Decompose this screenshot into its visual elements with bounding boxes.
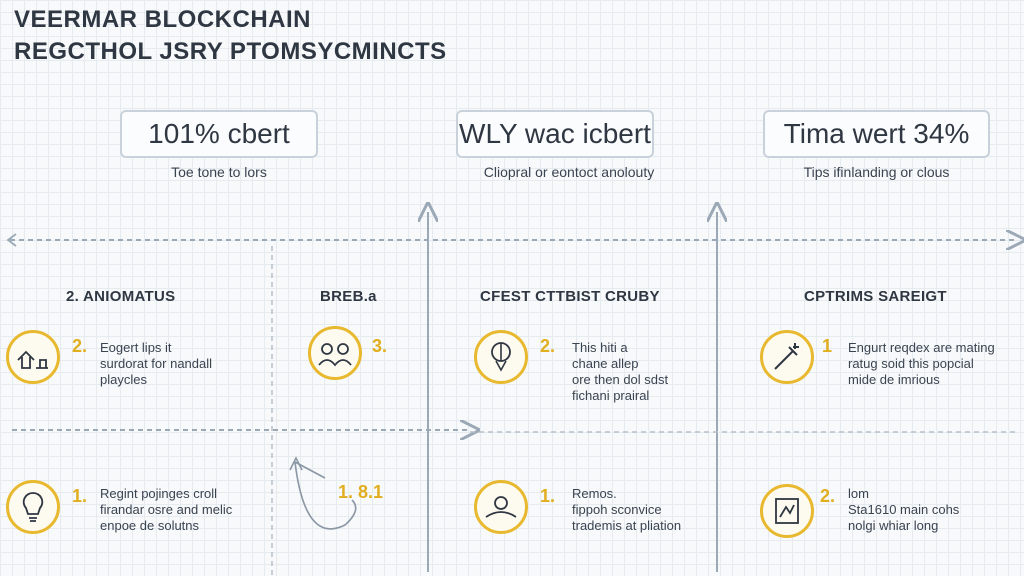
column-heading-4: CPTRIMS SAREIGT xyxy=(804,288,947,305)
page-subtitle: REGCTHOL JSRY PTOMSYCMINCTS xyxy=(14,38,447,65)
item-description: This hiti a chane allep ore then dol sds… xyxy=(572,340,669,403)
item-number: 2. xyxy=(820,486,836,506)
page-title: VEERMAR BLOCKCHAIN xyxy=(14,6,311,33)
wand-icon xyxy=(760,330,814,384)
trend-arrowhead xyxy=(289,456,303,471)
stat-box-2: WLY wac icbert xyxy=(456,110,654,158)
trend-curve xyxy=(294,461,357,530)
house-icon xyxy=(6,330,60,384)
column-heading-1: 2. ANIOMATUS xyxy=(66,288,176,305)
item-number: 1. 8.1 xyxy=(338,482,384,502)
group-icon xyxy=(308,326,362,380)
item-description: Regint pojinges croll firandar osre and … xyxy=(100,486,233,533)
item-description: Remos. fippoh sconvice trademis at pliat… xyxy=(572,486,682,533)
item-number: 2. xyxy=(72,336,88,356)
column-heading-3: CFEST CTTBIST CRUBY xyxy=(480,288,660,305)
item-number: 1. xyxy=(72,486,88,506)
lightbulb-icon xyxy=(6,480,60,534)
stat-box-3: Tima wert 34% xyxy=(763,110,990,158)
item-number: 2. xyxy=(540,336,556,356)
item-number: 1. xyxy=(540,486,556,506)
stat-caption-1: Toe tone to lors xyxy=(171,164,267,180)
chart-circle-icon xyxy=(474,480,528,534)
item-description: Engurt reqdex are mating ratug soid this… xyxy=(848,340,995,387)
stat-caption-3: Tips ifinlanding or clous xyxy=(803,164,950,180)
column-heading-2: BREB.a xyxy=(320,288,377,305)
balloon-icon xyxy=(474,330,528,384)
left-arrowhead xyxy=(6,233,17,247)
item-description: lom Sta1610 main cohs nolgi whiar long xyxy=(848,486,960,533)
item-description: Eogert lips it surdorat for nandall play… xyxy=(100,340,213,387)
stat-box-1: 101% cbert xyxy=(120,110,318,158)
item-number: 3. xyxy=(372,336,388,356)
trend-curve-top xyxy=(294,461,326,479)
item-number: 1 xyxy=(822,336,833,356)
document-icon xyxy=(760,484,814,538)
stat-caption-2: Cliopral or eontoct anolouty xyxy=(483,164,655,180)
